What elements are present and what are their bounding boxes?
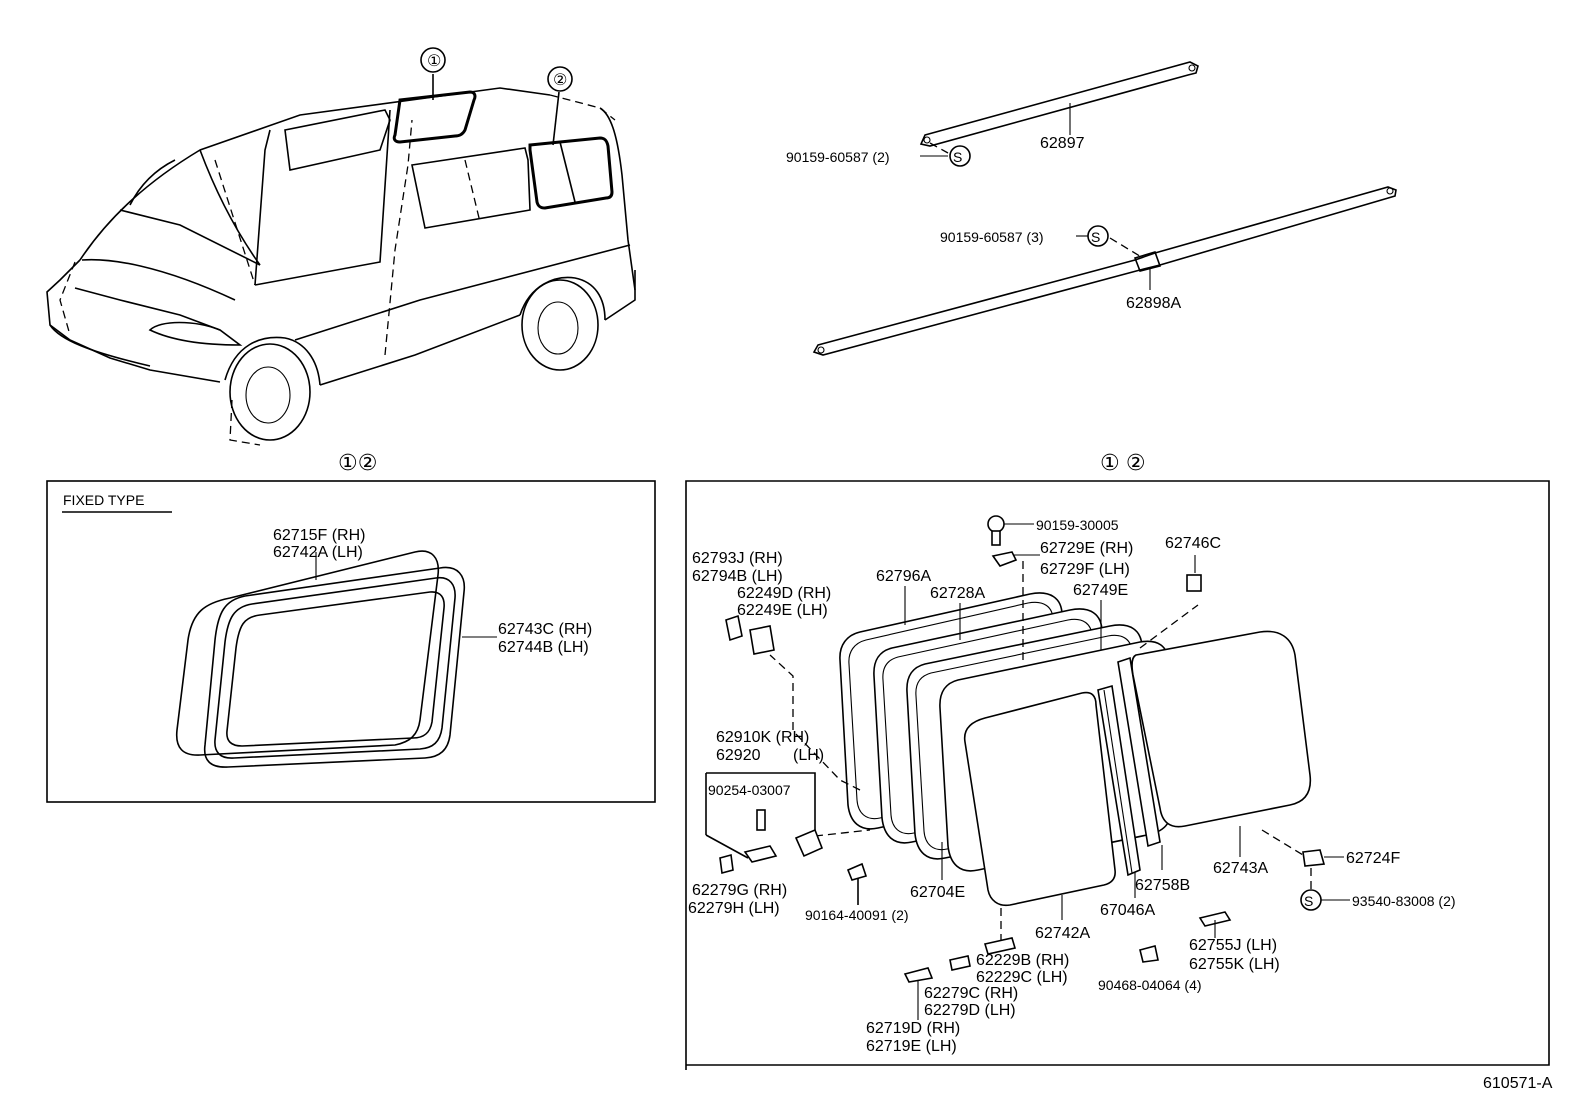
glass-rh-label: 62715F (RH) <box>273 527 365 544</box>
label-62249D: 62249D (RH) <box>737 585 831 602</box>
label-62746C: 62746C <box>1165 535 1221 552</box>
label-62920: 62920 <box>716 747 761 764</box>
fixed-type-title: FIXED TYPE <box>63 492 144 508</box>
right-s-symbol: S <box>1304 893 1313 909</box>
label-62724F: 62724F <box>1346 850 1400 867</box>
label-90159-30005: 90159-30005 <box>1036 517 1119 533</box>
upper-s-symbol: S <box>953 149 962 165</box>
fixed-glass-illustration <box>175 550 497 768</box>
label-62229C: 62229C (LH) <box>976 969 1068 986</box>
van-illustration <box>46 74 636 446</box>
lower-s-symbol: S <box>1091 229 1100 245</box>
label-62279D: 62279D (LH) <box>924 1002 1016 1019</box>
label-62728A: 62728A <box>930 585 985 602</box>
callout-1-label: ① <box>427 53 441 70</box>
right-panel-heading: ① ② <box>1100 450 1146 475</box>
small-parts: S <box>705 515 1350 1020</box>
label-62793J: 62793J (RH) <box>692 550 783 567</box>
label-62910K: 62910K (RH) <box>716 729 809 746</box>
label-90254-03007: 90254-03007 <box>708 782 791 798</box>
label-62279C: 62279C (RH) <box>924 985 1018 1002</box>
weatherstrip-rh-label: 62743C (RH) <box>498 621 592 638</box>
label-90468-04064: 90468-04064 (4) <box>1098 977 1202 993</box>
label-62249E: 62249E (LH) <box>737 602 828 619</box>
van-callout-1: ① <box>420 47 446 73</box>
lower-screw-label: 90159-60587 (3) <box>940 229 1044 245</box>
label-62229B: 62229B (RH) <box>976 952 1069 969</box>
label-62729F: 62729F (LH) <box>1040 561 1130 578</box>
label-90164-40091: 90164-40091 (2) <box>805 907 909 923</box>
label-67046A: 67046A <box>1100 902 1155 919</box>
label-62719D: 62719D (RH) <box>866 1020 960 1037</box>
lower-bar-62898A: S 90159-60587 (3) 62898A <box>812 186 1397 356</box>
label-62758B: 62758B <box>1135 877 1190 894</box>
label-62749E: 62749E <box>1073 582 1128 599</box>
upper-bar-62897: S 90159-60587 (2) 62897 <box>786 61 1199 167</box>
label-62719E: 62719E (LH) <box>866 1038 957 1055</box>
label-62279H: 62279H (LH) <box>688 900 780 917</box>
right-panel-labels: 90159-30005 62729E (RH) 62729F (LH) 6274… <box>688 517 1456 1055</box>
lower-bar-label: 62898A <box>1126 295 1181 312</box>
label-62794B: 62794B (LH) <box>692 568 783 585</box>
label-62796A: 62796A <box>876 568 931 585</box>
label-62704E: 62704E <box>910 884 965 901</box>
label-62279G: 62279G (RH) <box>692 882 787 899</box>
weatherstrip-lh-label: 62744B (LH) <box>498 639 589 656</box>
label-62755K: 62755K (LH) <box>1189 956 1280 973</box>
van-callout-2: ② <box>547 66 573 92</box>
left-panel-heading: ①② <box>338 450 377 475</box>
label-62729E: 62729E (RH) <box>1040 540 1133 557</box>
label-62920-lh: (LH) <box>793 747 824 764</box>
fixed-type-box <box>46 480 656 803</box>
upper-screw-label: 90159-60587 (2) <box>786 149 890 165</box>
sliding-glass-assembly <box>769 560 1312 940</box>
label-93540-83008: 93540-83008 (2) <box>1352 893 1456 909</box>
upper-bar-label: 62897 <box>1040 135 1085 152</box>
label-62755J: 62755J (LH) <box>1189 937 1277 954</box>
label-62742A-right: 62742A <box>1035 925 1090 942</box>
diagram-id: 610571-A <box>1483 1075 1553 1092</box>
callout-2-label: ② <box>553 72 567 89</box>
glass-lh-label: 62742A (LH) <box>273 544 363 561</box>
label-62743A: 62743A <box>1213 860 1268 877</box>
right-panel-box <box>685 480 1550 1070</box>
